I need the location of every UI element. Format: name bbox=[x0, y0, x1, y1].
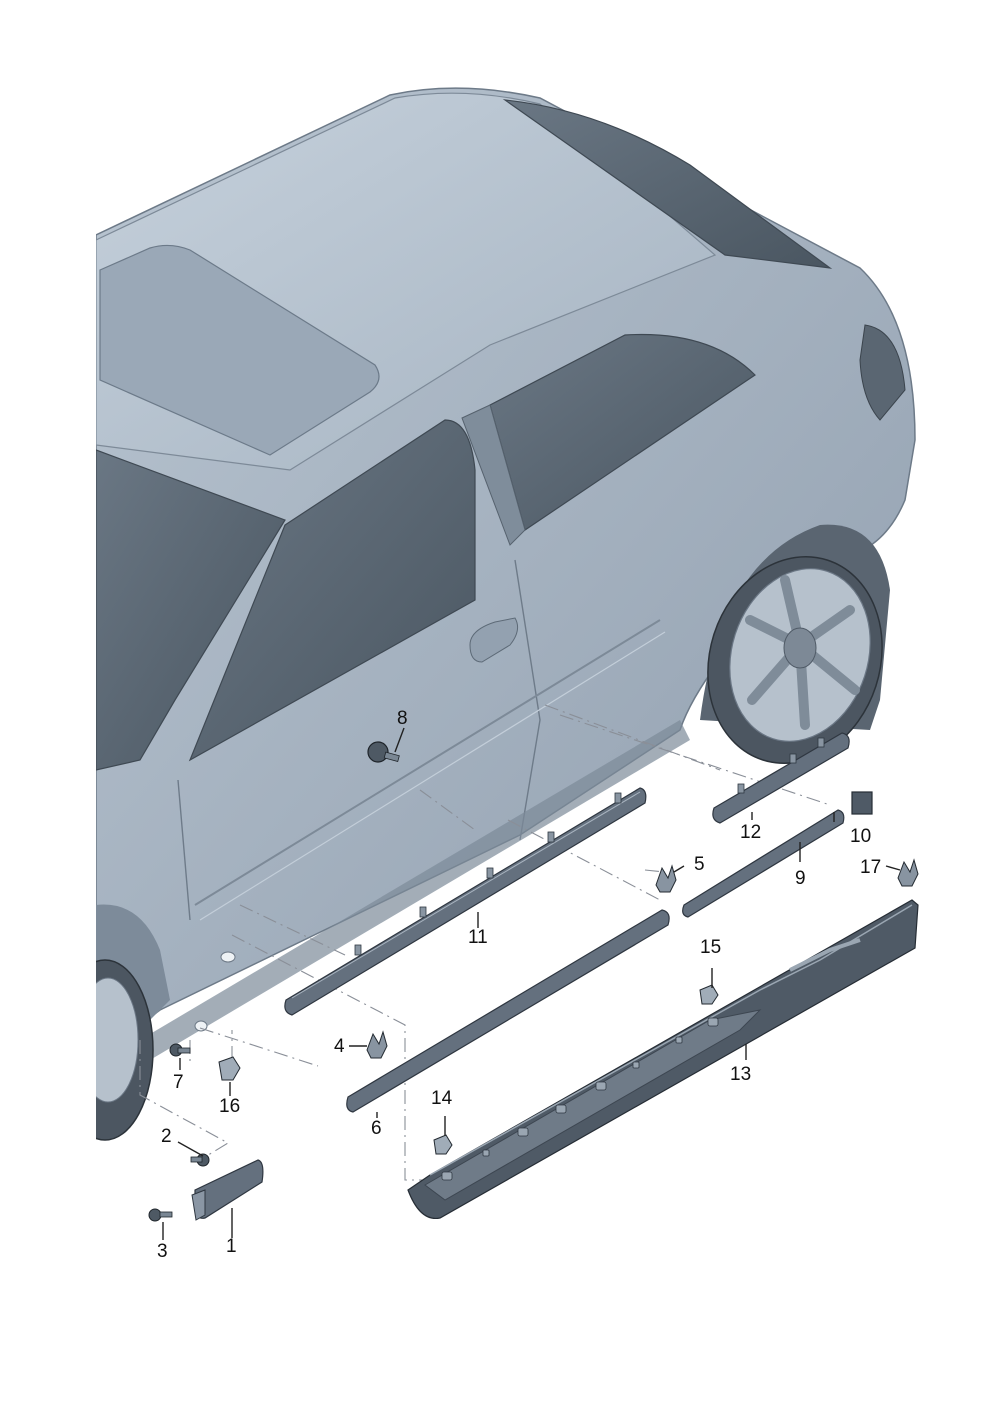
label-16: 16 bbox=[219, 1096, 240, 1117]
car-rear-hub bbox=[783, 627, 817, 669]
fastener-5-clip bbox=[655, 864, 677, 893]
car-door-line bbox=[177, 779, 191, 921]
part-10-pad bbox=[851, 791, 873, 815]
car-sunroof bbox=[99, 244, 380, 456]
label-15: 15 bbox=[700, 937, 721, 958]
car-b-pillar bbox=[461, 404, 526, 546]
sill-mount-hole bbox=[220, 951, 236, 963]
fastener-14-nut bbox=[433, 1134, 453, 1155]
fastener-15-nut bbox=[699, 984, 719, 1005]
part-13-sill-panel bbox=[407, 899, 919, 1220]
car-body-crease bbox=[194, 619, 661, 906]
fastener-8-bolt bbox=[367, 741, 400, 763]
label-1: 1 bbox=[226, 1236, 237, 1257]
label-2: 2 bbox=[161, 1126, 172, 1147]
callout-labels: 8 5 17 12 10 9 11 15 4 13 7 16 14 6 2 3 … bbox=[157, 708, 881, 1262]
fastener-17-clip bbox=[897, 858, 919, 887]
label-4: 4 bbox=[334, 1036, 345, 1057]
label-8: 8 bbox=[397, 708, 408, 729]
sill-mount-hole bbox=[194, 1020, 208, 1032]
car-taillight bbox=[859, 324, 906, 421]
fastener-7-screw bbox=[169, 1043, 191, 1057]
part-9-strip bbox=[682, 809, 845, 918]
part-1-end-cap bbox=[191, 1159, 264, 1221]
car-rear-window-side bbox=[489, 333, 756, 531]
fastener-4-clip bbox=[366, 1030, 388, 1059]
car-door-line bbox=[514, 559, 541, 841]
car-sill-shadow bbox=[140, 720, 690, 1060]
car-front-window bbox=[188, 419, 476, 762]
fastener-16-nut bbox=[218, 1056, 241, 1081]
fastener-3-screw bbox=[148, 1208, 173, 1222]
fastener-2-screw bbox=[190, 1153, 210, 1167]
part-12-rear-trim bbox=[712, 732, 850, 824]
label-6: 6 bbox=[371, 1118, 382, 1139]
label-12: 12 bbox=[740, 822, 761, 843]
label-10: 10 bbox=[850, 826, 871, 847]
car-windshield bbox=[96, 449, 286, 771]
label-11: 11 bbox=[468, 927, 488, 948]
car-body bbox=[96, 87, 916, 1141]
car-body-crease bbox=[199, 631, 666, 921]
part-11-sill-trim bbox=[284, 787, 647, 1016]
label-5: 5 bbox=[694, 854, 705, 875]
label-14: 14 bbox=[431, 1088, 453, 1109]
car-front-rim bbox=[96, 977, 139, 1103]
label-3: 3 bbox=[157, 1241, 168, 1262]
part-6-strip bbox=[346, 909, 670, 1113]
car-door-handle bbox=[469, 617, 519, 663]
label-13: 13 bbox=[730, 1064, 751, 1085]
label-17: 17 bbox=[860, 857, 881, 878]
label-7: 7 bbox=[173, 1072, 184, 1093]
car-rear-window bbox=[502, 99, 833, 269]
leader-lines bbox=[162, 727, 901, 1240]
label-9: 9 bbox=[795, 868, 806, 889]
